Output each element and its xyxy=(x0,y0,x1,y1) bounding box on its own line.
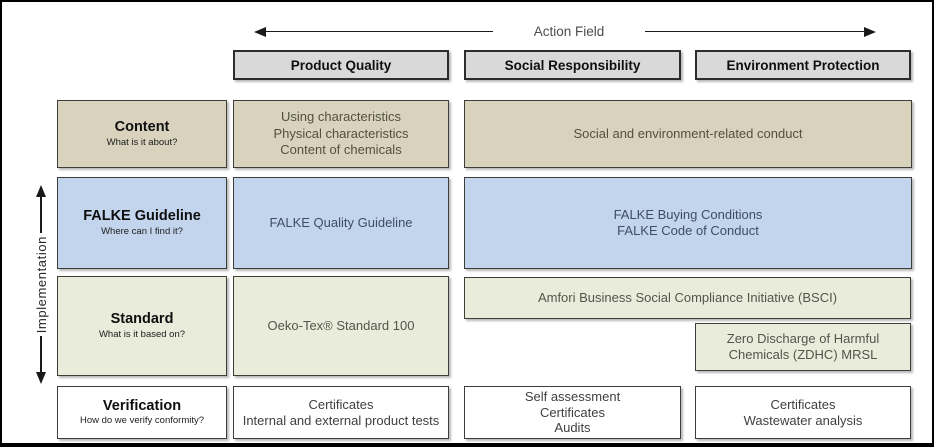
column-header-product-quality: Product Quality xyxy=(233,50,449,80)
implementation-line-top xyxy=(40,197,42,233)
arrow-right-icon xyxy=(864,27,876,37)
row-title: Content xyxy=(114,119,170,136)
column-header-label: Product Quality xyxy=(290,57,392,73)
row-subtitle: What is it based on? xyxy=(98,328,186,340)
cell-line: Certificates xyxy=(770,396,836,412)
cell-line: Physical characteristics xyxy=(273,125,409,141)
cell-content-social-environment: Social and environment-related conduct xyxy=(464,100,912,168)
implementation-label: Implementation xyxy=(33,235,49,334)
cell-line: Audits xyxy=(554,420,591,436)
cell-verification-social: Self assessment Certificates Audits xyxy=(464,386,681,439)
row-header-verification: Verification How do we verify conformity… xyxy=(57,386,227,439)
implementation-line-bottom xyxy=(40,336,42,372)
row-header-standard: Standard What is it based on? xyxy=(57,276,227,376)
cell-line: Certificates xyxy=(539,404,606,420)
cell-line: Oeko-Tex® Standard 100 xyxy=(267,317,415,333)
cell-guideline-social-environment: FALKE Buying Conditions FALKE Code of Co… xyxy=(464,177,912,269)
row-subtitle: What is it about? xyxy=(106,136,178,148)
row-title: FALKE Guideline xyxy=(83,208,201,225)
cell-line: FALKE Code of Conduct xyxy=(617,223,759,238)
row-subtitle: Where can I find it? xyxy=(101,225,183,237)
cell-line: Social and environment-related conduct xyxy=(573,125,803,141)
column-header-social-responsibility: Social Responsibility xyxy=(464,50,681,80)
arrow-left-line xyxy=(264,31,493,32)
row-title: Verification xyxy=(102,397,182,414)
cell-line: Certificates xyxy=(308,396,374,412)
cell-line: Chemicals (ZDHC) MRSL xyxy=(728,347,878,362)
column-header-environment-protection: Environment Protection xyxy=(695,50,911,80)
column-header-label: Environment Protection xyxy=(726,57,880,73)
cell-line: Internal and external product tests xyxy=(242,412,440,428)
row-subtitle: How do we verify conformity? xyxy=(79,415,205,427)
cell-standard-environment-zdhc: Zero Discharge of Harmful Chemicals (ZDH… xyxy=(695,323,911,371)
column-header-label: Social Responsibility xyxy=(504,57,641,73)
cell-line: Zero Discharge of Harmful xyxy=(726,330,880,346)
action-field-label: Action Field xyxy=(533,24,605,39)
cell-line: Wastewater analysis xyxy=(743,412,863,428)
cell-content-product-quality: Using characteristics Physical character… xyxy=(233,100,449,168)
cell-line: Amfori Business Social Compliance Initia… xyxy=(537,289,838,305)
cell-line: FALKE Buying Conditions xyxy=(613,206,763,222)
arrow-down-icon xyxy=(36,372,46,384)
cell-line: Self assessment xyxy=(524,389,621,405)
row-header-falke-guideline: FALKE Guideline Where can I find it? xyxy=(57,177,227,269)
row-title: Standard xyxy=(110,311,174,328)
cell-line: Content of chemicals xyxy=(280,142,402,158)
cell-verification-product-quality: Certificates Internal and external produ… xyxy=(233,386,449,439)
arrow-right-line xyxy=(645,31,864,32)
arrow-left-icon xyxy=(254,27,266,37)
cell-standard-product-quality: Oeko-Tex® Standard 100 xyxy=(233,276,449,376)
implementation-axis: Implementation xyxy=(26,185,56,384)
cell-standard-social-environment-bsci: Amfori Business Social Compliance Initia… xyxy=(464,277,911,319)
cell-line: Using characteristics xyxy=(281,109,401,125)
arrow-up-icon xyxy=(36,185,46,197)
cell-guideline-product-quality: FALKE Quality Guideline xyxy=(233,177,449,269)
cell-verification-environment: Certificates Wastewater analysis xyxy=(695,386,911,439)
row-header-content: Content What is it about? xyxy=(57,100,227,168)
cell-line: FALKE Quality Guideline xyxy=(269,214,413,230)
